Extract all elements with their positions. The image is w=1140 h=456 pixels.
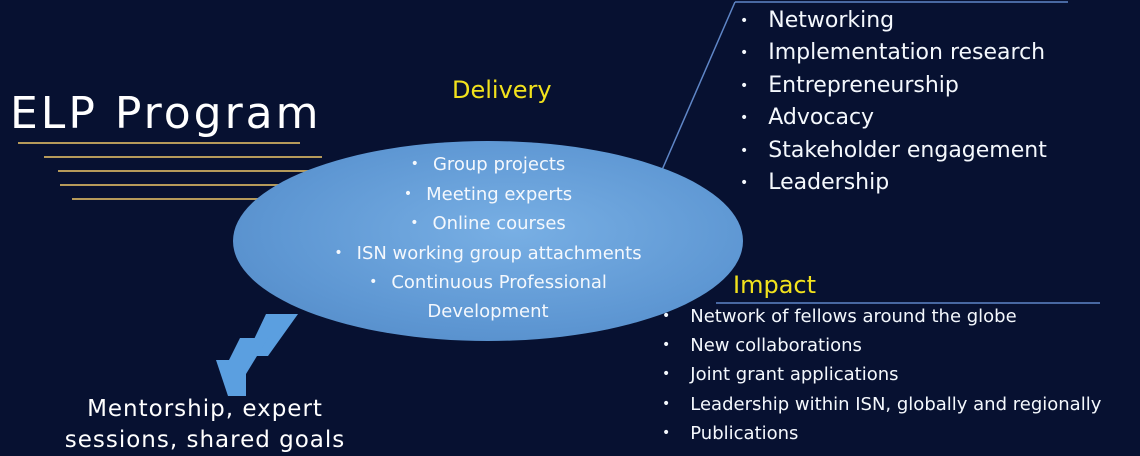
list-item: •Entrepreneurship xyxy=(740,72,959,98)
list-item: •Joint grant applications xyxy=(662,364,899,386)
impact-list: •Network of fellows around the globe •Ne… xyxy=(662,302,1101,448)
bullet-icon: • xyxy=(662,424,671,441)
diagram-decorations xyxy=(18,1,1100,396)
bullet-icon: • xyxy=(662,395,671,412)
bullet-icon: • xyxy=(740,13,749,29)
skills-connector-diagonal xyxy=(661,1,736,171)
list-item: •ISN working group attachments xyxy=(334,242,642,264)
list-item: •Online courses xyxy=(410,213,566,234)
bullet-icon: • xyxy=(410,156,419,172)
list-item: •New collaborations xyxy=(662,335,862,357)
bullet-icon: • xyxy=(740,175,749,192)
bullet-icon: • xyxy=(410,215,419,231)
list-item: •Group projects xyxy=(410,154,566,175)
bullet-icon: • xyxy=(662,337,671,354)
list-item: •Stakeholder engagement xyxy=(740,137,1047,163)
bullet-icon: • xyxy=(334,244,343,261)
bullet-icon: • xyxy=(662,366,671,383)
bullet-icon: • xyxy=(740,77,749,94)
program-title: ELP Program xyxy=(10,88,322,139)
bullet-icon: • xyxy=(740,45,749,62)
bullet-icon: • xyxy=(662,308,671,324)
list-item: •Publications xyxy=(662,422,799,444)
list-item: •Advocacy xyxy=(740,105,875,131)
bullet-icon: • xyxy=(369,274,378,290)
list-item: •Leadership xyxy=(740,170,890,196)
list-item: •Networking xyxy=(740,8,895,33)
list-item: •Leadership within ISN, globally and reg… xyxy=(662,393,1102,415)
chevron-arrow-icon xyxy=(216,360,246,396)
bullet-icon: • xyxy=(740,110,749,127)
delivery-heading: Delivery xyxy=(452,76,552,104)
delivery-list: •Group projects •Meeting experts •Online… xyxy=(313,150,663,326)
list-item-continuation: Development xyxy=(427,300,549,322)
delivery-ellipse xyxy=(233,141,743,341)
mentorship-line-1: Mentorship, expert xyxy=(87,396,323,422)
list-item: •Network of fellows around the globe xyxy=(662,306,1017,327)
impact-heading: Impact xyxy=(733,271,817,299)
list-item: •Meeting experts xyxy=(403,183,573,205)
list-item: •Implementation research xyxy=(740,40,1046,66)
list-item: •Continuous Professional xyxy=(369,272,607,293)
mentorship-caption: Mentorship, expert sessions, shared goal… xyxy=(20,394,390,456)
bullet-icon: • xyxy=(740,142,749,159)
mentorship-line-2: sessions, shared goals xyxy=(64,427,346,453)
bullet-icon: • xyxy=(403,185,413,202)
skills-list: •Networking •Implementation research •En… xyxy=(740,5,1047,199)
